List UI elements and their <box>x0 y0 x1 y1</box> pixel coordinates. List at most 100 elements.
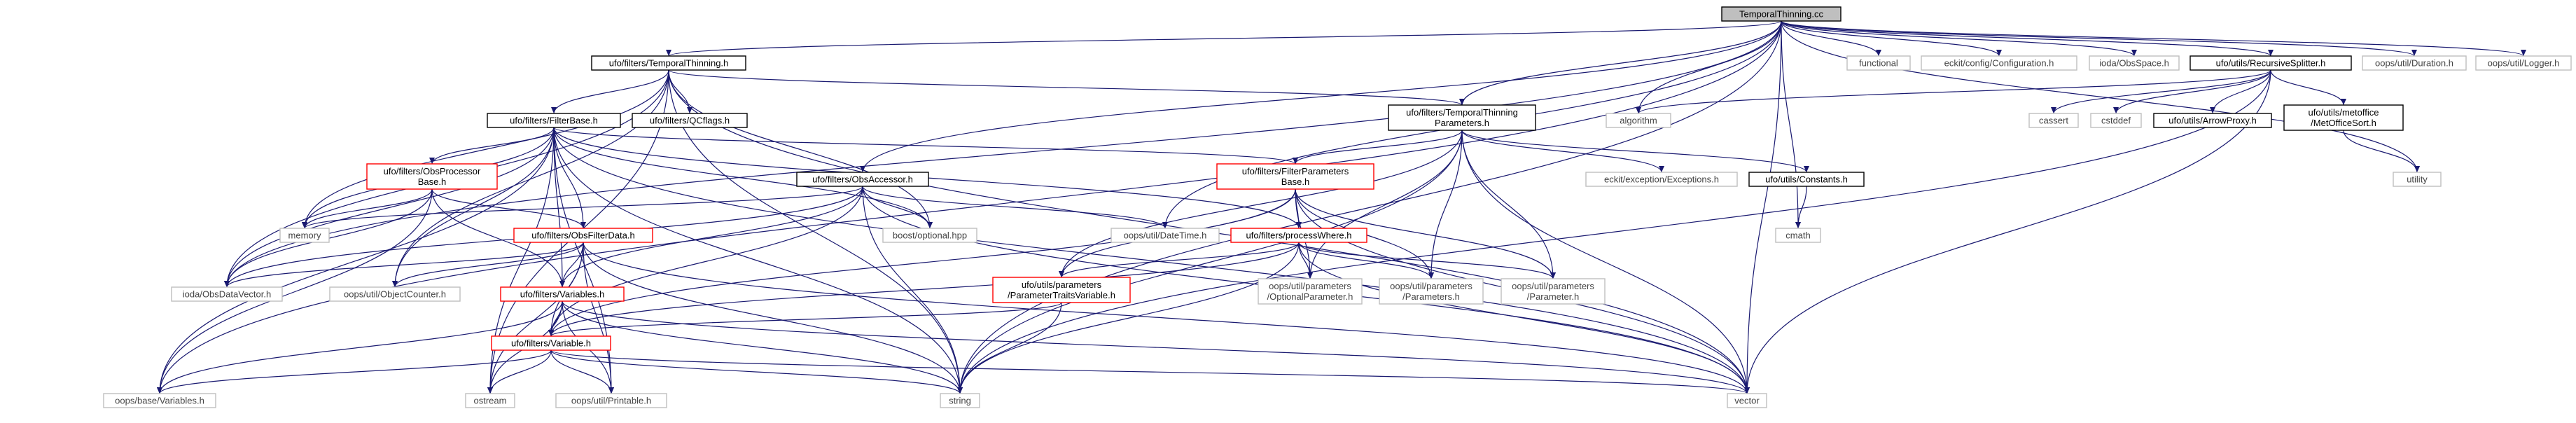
node-label-boost_optional-0: boost/optional.hpp <box>893 230 967 241</box>
node-label-obsprocessor-0: ufo/filters/ObsProcessor <box>384 166 481 176</box>
node-arrowproxy[interactable]: ufo/utils/ArrowProxy.h <box>2153 113 2272 128</box>
arrowhead-obsprocessor-to-obsfilterdata <box>580 222 586 228</box>
node-processwhere[interactable]: ufo/filters/processWhere.h <box>1230 228 1367 243</box>
node-root[interactable]: TemporalThinning.cc <box>1721 6 1842 22</box>
node-printable: oops/util/Printable.h <box>555 393 667 408</box>
edge-root-to-eckit_config <box>1781 20 2000 57</box>
node-box-functional <box>1846 55 1911 71</box>
node-box-processwhere <box>1230 228 1367 243</box>
edge-obsaccessor-to-memory <box>304 186 863 229</box>
node-label-algorithm-0: algorithm <box>1620 116 1657 126</box>
arrowhead-recursive_splitter-to-algorithm <box>1636 107 1641 113</box>
node-box-ioda_obsspace <box>2089 55 2180 71</box>
node-label-duration-0: oops/util/Duration.h <box>2375 58 2453 69</box>
node-recursive_splitter[interactable]: ufo/utils/RecursiveSplitter.h <box>2189 55 2352 71</box>
node-box-obsprocessor <box>366 163 498 190</box>
edge-variables_h-to-oops_base_variables <box>159 300 563 394</box>
node-variables_h[interactable]: ufo/filters/Variables.h <box>500 286 625 302</box>
node-eckit_config: eckit/config/Configuration.h <box>1921 55 2077 71</box>
edge-tt_params-to-parameters_h <box>1430 130 1463 279</box>
node-box-param_traits <box>992 277 1131 303</box>
node-label-functional-0: functional <box>1859 58 1898 69</box>
node-qcflags[interactable]: ufo/filters/QCflags.h <box>632 113 748 128</box>
arrowhead-root-to-duration <box>2411 50 2417 56</box>
edge-recursive_splitter-to-algorithm <box>1638 69 2271 114</box>
edge-obsprocessor-to-obsfilterdata <box>431 188 584 229</box>
node-constants[interactable]: ufo/utils/Constants.h <box>1748 172 1865 187</box>
node-label-parameter_h-1: /Parameter.h <box>1527 291 1579 302</box>
node-label-constants-0: ufo/utils/Constants.h <box>1765 174 1848 185</box>
node-boost_optional: boost/optional.hpp <box>882 228 977 243</box>
node-cmath: cmath <box>1775 228 1821 243</box>
node-box-algorithm <box>1606 113 1671 128</box>
node-box-variables_h <box>500 286 625 302</box>
node-box-vector <box>1727 393 1767 408</box>
edge-variables_h-to-string <box>562 300 961 394</box>
edge-root-to-oops_base_variables <box>159 20 1782 394</box>
node-box-arrowproxy <box>2153 113 2272 128</box>
node-metoffice_sort[interactable]: ufo/utils/metoffice/MetOfficeSort.h <box>2283 104 2404 131</box>
node-ioda_obsspace: ioda/ObsSpace.h <box>2089 55 2180 71</box>
arrowhead-variable_h-to-vector <box>1744 387 1750 394</box>
node-box-utility <box>2393 172 2442 187</box>
edge-param_traits-to-string <box>959 302 1062 394</box>
node-label-variable_h-0: ufo/filters/Variable.h <box>511 338 591 349</box>
node-label-tt_params-0: ufo/filters/TemporalThinning <box>1406 107 1518 118</box>
node-temporal_h[interactable]: ufo/filters/TemporalThinning.h <box>591 55 746 71</box>
node-label-objectcounter-0: oops/util/ObjectCounter.h <box>344 289 446 300</box>
arrowhead-root-to-eckit_config <box>1996 50 2002 56</box>
edge-recursive_splitter-to-vector <box>1746 69 2271 394</box>
node-box-oops_base_variables <box>103 393 216 408</box>
node-box-printable <box>555 393 667 408</box>
node-ioda_obsdatavector: ioda/ObsDataVector.h <box>171 286 283 302</box>
arrowhead-processwhere-to-param_traits <box>1059 271 1064 277</box>
edge-processwhere-to-param_traits <box>1061 242 1300 278</box>
edge-tt_params-to-string <box>959 130 1463 394</box>
arrowhead-temporal_h-to-filterbase <box>551 107 557 113</box>
arrowhead-variable_h-to-ostream <box>487 387 493 394</box>
edge-temporal_h-to-tt_params <box>668 69 1463 106</box>
edge-filterbase-to-oops_base_variables <box>159 127 555 394</box>
arrowhead-root-to-temporal_h <box>666 50 671 56</box>
node-box-objectcounter <box>329 286 461 302</box>
edge-temporal_h-to-filterbase <box>553 69 669 114</box>
node-label-param_traits-1: /ParameterTraitsVariable.h <box>1008 290 1115 300</box>
edge-obsprocessor-to-variables_h <box>431 188 563 288</box>
node-label-tt_params-1: Parameters.h <box>1435 118 1489 128</box>
edge-root-to-vector <box>1746 20 1782 394</box>
arrowhead-root-to-ioda_obsspace <box>2131 50 2137 56</box>
edge-obsfilterdata-to-printable <box>583 242 612 394</box>
arrowhead-constants-to-cmath <box>1795 222 1801 228</box>
node-obsaccessor[interactable]: ufo/filters/ObsAccessor.h <box>796 172 929 187</box>
edge-processwhere-to-parameter_h <box>1298 242 1554 279</box>
edge-processwhere-to-parameters_h <box>1298 242 1432 279</box>
node-box-cmath <box>1775 228 1821 243</box>
node-memory: memory <box>279 228 330 243</box>
edge-root-to-functional <box>1781 20 1879 57</box>
node-label-recursive_splitter-0: ufo/utils/RecursiveSplitter.h <box>2216 58 2326 69</box>
edge-filterbase-to-obsfilterdata <box>553 127 584 229</box>
node-label-temporal_h-0: ufo/filters/TemporalThinning.h <box>609 58 729 69</box>
node-obsfilterdata[interactable]: ufo/filters/ObsFilterData.h <box>513 228 653 243</box>
node-label-root-0: TemporalThinning.cc <box>1739 9 1823 20</box>
arrowhead-root-to-logger <box>2521 50 2526 56</box>
arrowhead-tt_params-to-eckit_exceptions <box>1659 166 1664 172</box>
node-label-cstddef-0: cstddef <box>2101 116 2131 126</box>
node-optional_param: oops/util/parameters/OptionalParameter.h <box>1258 278 1363 305</box>
node-filterbase[interactable]: ufo/filters/FilterBase.h <box>487 113 621 128</box>
node-variable_h[interactable]: ufo/filters/Variable.h <box>491 335 611 351</box>
node-label-filterbase-0: ufo/filters/FilterBase.h <box>510 116 598 126</box>
node-label-cassert-0: cassert <box>2039 116 2068 126</box>
node-label-oops_base_variables-0: oops/base/Variables.h <box>115 396 204 406</box>
node-label-logger-0: oops/util/Logger.h <box>2488 58 2560 69</box>
arrowhead-metoffice_sort-to-utility <box>2414 166 2420 172</box>
node-label-obsfilterdata-0: ufo/filters/ObsFilterData.h <box>531 230 634 241</box>
edge-tt_params-to-filterparams <box>1295 130 1463 165</box>
node-box-memory <box>279 228 330 243</box>
edge-variable_h-to-ostream <box>489 349 552 394</box>
node-param_traits[interactable]: ufo/utils/parameters/ParameterTraitsVari… <box>992 277 1131 303</box>
edge-filterparams-to-parameter_h <box>1295 188 1554 279</box>
